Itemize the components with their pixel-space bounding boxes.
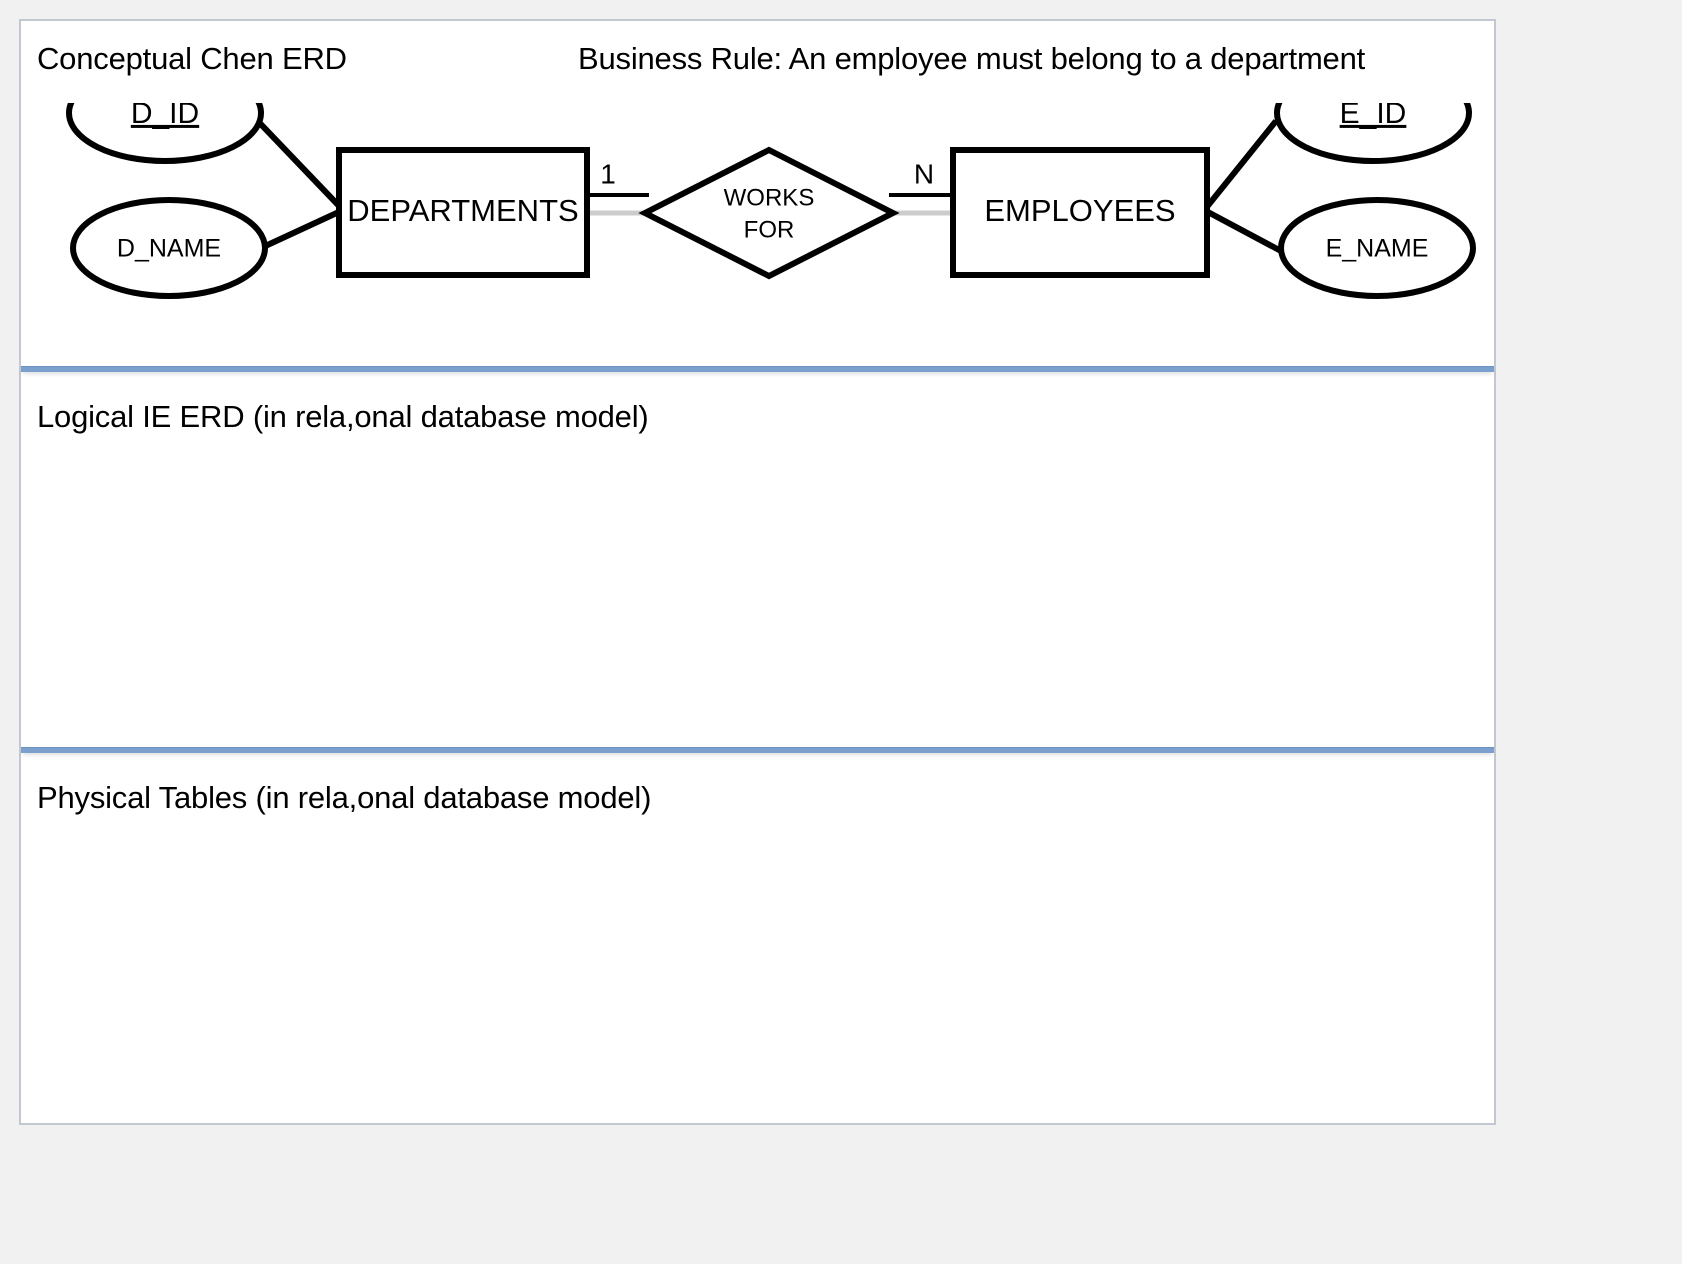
entity-employees[interactable]: EMPLOYEES [950, 147, 1210, 278]
cardinality-departments-side: 1 [584, 158, 649, 197]
physical-workspace-empty-area[interactable] [21, 832, 1494, 1107]
cardinality-label-n: N [914, 158, 934, 189]
cardinality-label-1: 1 [600, 158, 616, 189]
conceptual-section-title: Conceptual Chen ERD [37, 41, 347, 76]
attribute-label-e-id: E_ID [1340, 103, 1407, 130]
logical-section-title: Logical IE ERD (in rela,onal database mo… [37, 399, 649, 434]
cardinality-employees-side: N [889, 158, 954, 197]
attribute-label-d-id: D_ID [131, 103, 199, 130]
attribute-e-name[interactable]: E_NAME [1278, 197, 1476, 299]
entity-label-departments: DEPARTMENTS [347, 193, 578, 228]
business-rule-text: Business Rule: An employee must belong t… [578, 41, 1366, 76]
entity-label-employees: EMPLOYEES [984, 193, 1175, 228]
entity-departments[interactable]: DEPARTMENTS [336, 147, 590, 278]
entity-box-departments [336, 147, 590, 278]
attribute-ellipse-d-id [66, 103, 264, 164]
attribute-ellipse-e-id [1274, 103, 1472, 164]
attribute-label-d-name: D_NAME [117, 235, 221, 263]
entity-box-employees [950, 147, 1210, 278]
section-divider-1 [21, 366, 1494, 372]
relationship-works-for[interactable]: WORKS FOR [638, 146, 900, 280]
relationship-diamond-works-for [638, 146, 900, 280]
chen-erd-diagram: D_ID D_NAME DEPARTMENTS 1 [66, 103, 1476, 299]
attribute-label-e-name: E_NAME [1326, 235, 1429, 263]
section-conceptual-chen-erd: Conceptual Chen ERD Business Rule: An em… [21, 21, 1494, 366]
logical-workspace-empty-area[interactable] [21, 451, 1494, 731]
connector-d-name-to-departments [259, 208, 343, 251]
attribute-ellipse-e-name [1278, 197, 1476, 299]
section-physical-tables: Physical Tables (in rela,onal database m… [21, 752, 1494, 1123]
attribute-d-id[interactable]: D_ID [66, 103, 264, 164]
physical-section-title: Physical Tables (in rela,onal database m… [37, 780, 652, 815]
section-divider-2 [21, 747, 1494, 753]
section-logical-ie-erd: Logical IE ERD (in rela,onal database mo… [21, 371, 1494, 747]
connector-d-id-to-departments [250, 113, 344, 211]
attribute-e-id[interactable]: E_ID [1274, 103, 1472, 164]
attribute-ellipse-d-name [70, 197, 268, 299]
attribute-d-name[interactable]: D_NAME [70, 197, 268, 299]
relationship-label-line1: WORKS [724, 184, 815, 211]
relationship-label-line2: FOR [744, 216, 795, 243]
connector-e-id-to-employees [1203, 119, 1279, 210]
slide-card: Conceptual Chen ERD Business Rule: An em… [19, 19, 1496, 1125]
connector-e-name-to-employees [1204, 208, 1283, 254]
